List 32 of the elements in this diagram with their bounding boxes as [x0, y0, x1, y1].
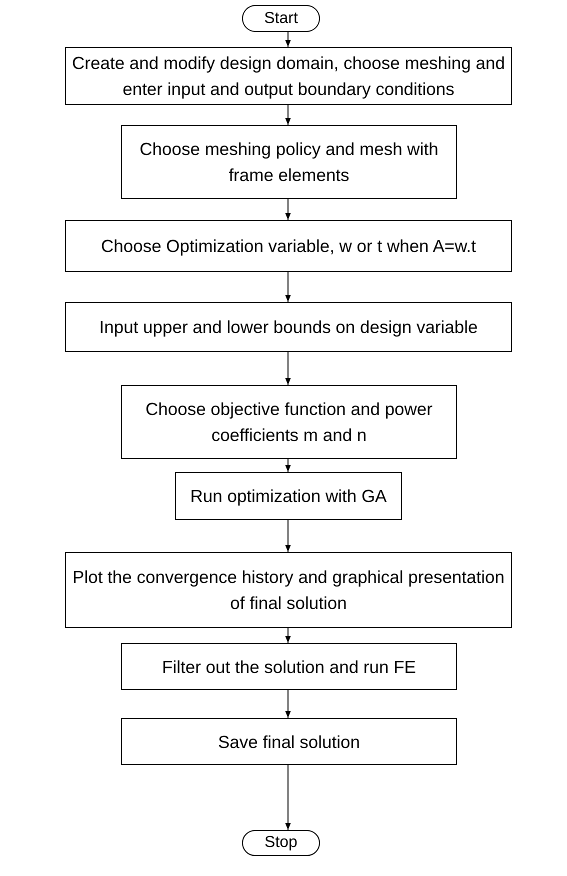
process-box [65, 302, 512, 352]
process-box [65, 552, 512, 628]
step-text: Choose meshing policy and mesh with frame elements [138, 138, 440, 187]
arrow [285, 198, 291, 220]
step-text: Run optimization with GA [190, 485, 387, 508]
step-text: Filter out the solution and run FE [162, 656, 416, 678]
terminal-pill [242, 5, 320, 32]
step-text: Choose Optimization variable, w or t when A=w.t [101, 235, 476, 258]
arrow [285, 764, 291, 830]
step-text: Input upper and lower bounds on design variable [99, 316, 478, 339]
step-text: Choose objective function and power coefficients m and n [144, 398, 434, 447]
process-box [121, 385, 457, 459]
step-text: Start [264, 8, 298, 28]
step-text: Save final solution [218, 730, 360, 754]
step-text: Create and modify design domain, choose meshing and enter input and output boundary conditions [72, 52, 505, 101]
process-box [121, 125, 457, 199]
arrow [285, 104, 291, 126]
process-box [121, 718, 457, 765]
arrow [285, 690, 291, 718]
process-box [121, 643, 457, 690]
terminal-pill [242, 830, 320, 856]
arrow [285, 520, 291, 552]
arrow [285, 272, 291, 302]
step-text: Plot the convergence history and graphical presentation of final solution [72, 566, 505, 615]
process-box [65, 47, 512, 105]
step-text: Stop [264, 833, 298, 853]
process-box [65, 220, 512, 272]
arrow [285, 458, 291, 472]
arrow [285, 32, 291, 48]
arrow [285, 352, 291, 386]
process-box [175, 472, 402, 520]
arrow [285, 628, 291, 644]
